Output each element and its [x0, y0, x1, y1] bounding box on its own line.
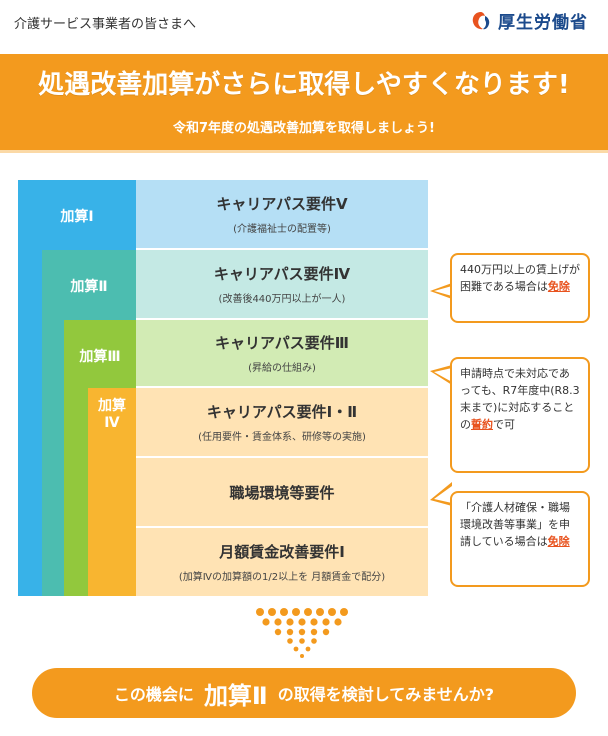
- level-3-label: 加算Ⅲ: [79, 349, 121, 365]
- ministry-logo: 厚生労働省: [470, 8, 588, 33]
- callout-project-exemption: 「介護人材確保・職場環境改善等事業」を申請している場合は免除: [450, 491, 590, 587]
- requirement-title: キャリアパス要件Ⅳ: [213, 265, 351, 283]
- ministry-emblem-icon: [472, 11, 490, 29]
- callout-tail-inner: [434, 286, 452, 296]
- requirement-note: (任用要件・賃金体系、研修等の実施): [198, 432, 366, 443]
- banner-divider: [0, 150, 608, 153]
- requirement-title: キャリアパス要件Ⅰ・Ⅱ: [206, 403, 358, 421]
- requirement-monthly-wage: 月額賃金改善要件Ⅰ (加算Ⅳの加算額の1/2以上を 月額賃金で配分): [136, 528, 428, 596]
- level-4-block: [88, 388, 136, 596]
- callout-text-tail: で可: [493, 418, 515, 431]
- callout-pledge: 申請時点で未対応であっても、R7年度中(R8.3末まで)に対応することの誓約で可: [450, 357, 590, 473]
- requirement-title: 職場環境等要件: [229, 483, 335, 502]
- requirement-note: (加算Ⅳの加算額の1/2以上を 月額賃金で配分): [178, 572, 386, 583]
- requirement-work-environment: 職場環境等要件: [136, 458, 428, 526]
- ministry-name: 厚生労働省: [498, 13, 588, 33]
- callout-tail-inner: [434, 368, 452, 382]
- requirement-title: キャリアパス要件Ⅲ: [215, 334, 349, 352]
- requirement-career-path-4: キャリアパス要件Ⅳ (改善後440万円以上が一人): [136, 250, 428, 318]
- callout-emphasis: 免除: [547, 280, 570, 293]
- cta-highlight: 加算Ⅱ: [203, 681, 268, 710]
- requirement-title: 月額賃金改善要件Ⅰ: [219, 543, 345, 561]
- callout-text: 440万円以上の賃上げが困難である場合は: [460, 263, 580, 293]
- cta-post: の取得を検討してみませんか?: [277, 685, 495, 704]
- banner-subtitle: 令和7年度の処遇改善加算を取得しましょう!: [173, 121, 435, 136]
- callout-440-exemption: 440万円以上の賃上げが困難である場合は免除: [450, 253, 590, 323]
- callout-text: 「介護人材確保・職場環境改善等事業」を申請している場合は: [460, 501, 570, 548]
- banner-title: 処遇改善加算がさらに取得しやすくなります!: [38, 70, 570, 100]
- cta-pre: この機会に: [113, 685, 194, 704]
- requirement-note: (昇給の仕組み): [248, 363, 316, 374]
- requirement-career-path-1-2: キャリアパス要件Ⅰ・Ⅱ (任用要件・賃金体系、研修等の実施): [136, 388, 428, 456]
- callout-tail-inner: [434, 486, 452, 503]
- cta-banner: この機会に 加算Ⅱ の取得を検討してみませんか?: [32, 668, 576, 718]
- requirement-note: (介護福祉士の配置等): [233, 224, 331, 235]
- requirement-career-path-3: キャリアパス要件Ⅲ (昇給の仕組み): [136, 320, 428, 386]
- down-arrow-icon: [256, 608, 348, 658]
- requirement-note: (改善後440万円以上が一人): [218, 294, 346, 305]
- audience-label: 介護サービス事業者の皆さまへ: [14, 17, 197, 32]
- level-2-label: 加算Ⅱ: [70, 279, 108, 295]
- headline-banner: [0, 54, 608, 152]
- level-1-label: 加算Ⅰ: [60, 209, 94, 225]
- callout-text: 申請時点で未対応であっても、R7年度中(R8.3末まで)に対応することの: [460, 367, 580, 431]
- requirement-career-path-5: キャリアパス要件Ⅴ (介護福祉士の配置等): [136, 180, 428, 248]
- callout-emphasis: 免除: [547, 535, 570, 548]
- level-4-label: 加算Ⅳ: [98, 398, 126, 431]
- requirement-title: キャリアパス要件Ⅴ: [216, 195, 348, 213]
- callout-emphasis: 誓約: [471, 418, 493, 431]
